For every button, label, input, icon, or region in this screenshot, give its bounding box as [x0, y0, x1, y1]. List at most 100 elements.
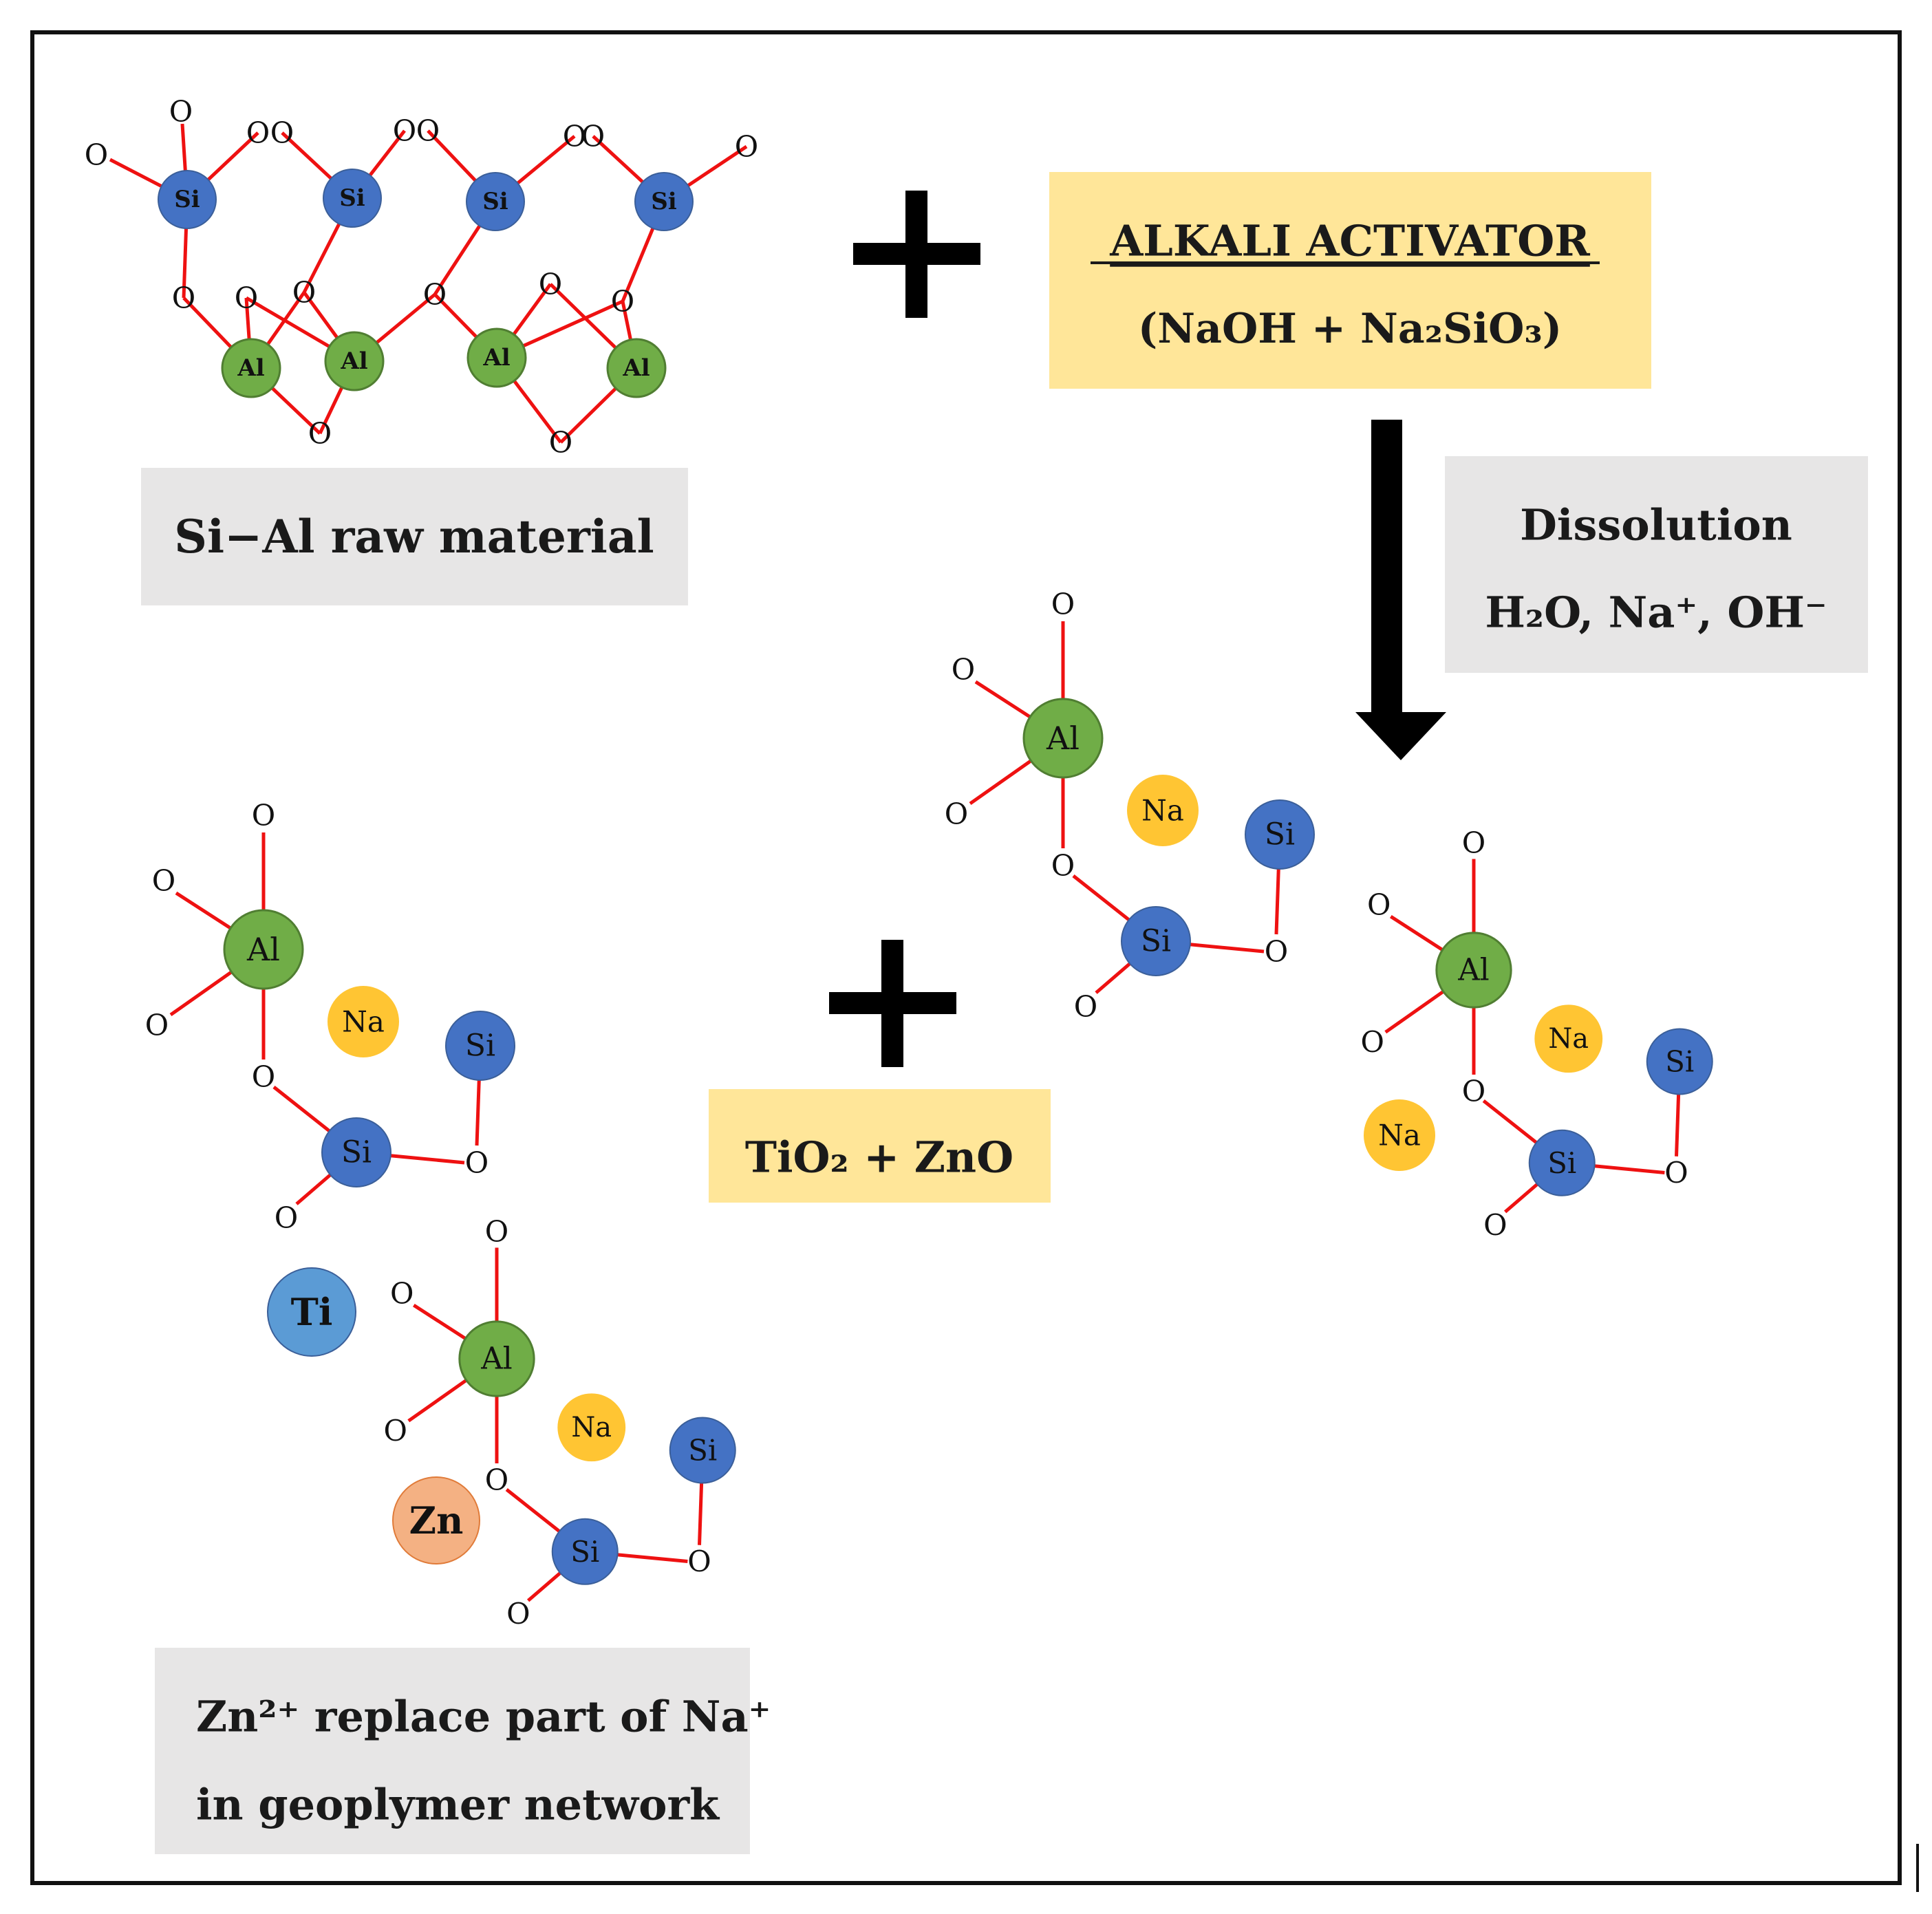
oxygen-label: O [1265, 935, 1288, 969]
si-atom: Si [158, 170, 217, 229]
oxygen-label: O [416, 114, 440, 148]
si-atom: Si [1528, 1129, 1596, 1196]
raw-material-box: Si−Al raw material [141, 468, 688, 605]
oxygen-label: O [152, 864, 175, 898]
al-atom-label: Al [340, 347, 367, 375]
oxygen-label: O [145, 1009, 169, 1042]
oxygen-label: O [465, 1146, 489, 1180]
dopant-box: TiO₂ + ZnO [709, 1089, 1051, 1203]
si-atom: Si [551, 1518, 619, 1585]
al-atom-label: Al [237, 354, 264, 382]
al-atom: Al [324, 331, 385, 391]
si-atom: Si [445, 1011, 515, 1081]
si-atom-label: Si [1265, 817, 1295, 852]
oxygen-label: O [1367, 888, 1391, 922]
si-atom-label: Si [482, 188, 508, 215]
oxygen-label: O [1051, 849, 1075, 883]
si-atom-label: Si [688, 1434, 717, 1467]
oxygen-label: O [384, 1414, 407, 1448]
al-atom: Al [223, 909, 304, 990]
oxygen-label: O [611, 285, 634, 319]
oxygen-label: O [539, 268, 562, 301]
na-atom-label: Na [1378, 1119, 1421, 1152]
oxygen-label: O [246, 116, 270, 150]
si-atom: Si [323, 169, 382, 228]
al-atom: Al [221, 338, 281, 398]
oxygen-label: O [292, 276, 316, 310]
si-atom: Si [466, 172, 525, 231]
oxygen-label: O [308, 417, 332, 451]
oxygen-label: O [169, 95, 193, 129]
si-atom: Si [1245, 799, 1315, 870]
oxygen-label: O [270, 116, 294, 150]
oxygen-label: O [506, 1597, 530, 1631]
oxygen-label: O [393, 114, 416, 148]
al-atom: Al [1022, 698, 1104, 779]
oxygen-label: O [275, 1201, 298, 1235]
result-line-2: in geoplymer network [196, 1780, 720, 1830]
al-atom-label: Al [246, 931, 280, 968]
si-atom-label: Si [1141, 924, 1171, 959]
activator-formula: (NaOH + Na₂SiO₃) [1138, 305, 1562, 353]
oxygen-label: O [252, 1060, 275, 1094]
dissolution-box: Dissolution H₂O, Na⁺, OH⁻ [1445, 456, 1868, 673]
al-atom: Al [1435, 932, 1512, 1009]
al-atom: Al [458, 1320, 535, 1397]
oxygen-label: O [687, 1545, 711, 1578]
oxygen-label: O [1462, 1074, 1485, 1108]
si-atom-label: Si [174, 186, 200, 213]
raw-material-label: Si−Al raw material [174, 510, 654, 563]
oxygen-label: O [85, 138, 108, 172]
oxygen-label: O [1361, 1025, 1384, 1059]
activator-title: ALKALI ACTIVATOR [1109, 216, 1590, 266]
si-atom: Si [1646, 1028, 1713, 1095]
na-atom-label: Na [342, 1005, 385, 1039]
si-atom-label: Si [341, 1135, 372, 1170]
oxygen-label: O [1483, 1208, 1507, 1242]
oxygen-label: O [952, 653, 975, 687]
na-atom: Na [328, 986, 399, 1057]
si-atom-label: Si [339, 184, 365, 212]
oxygen-label: O [485, 1214, 508, 1248]
oxygen-label: O [1462, 826, 1485, 859]
oxygen-label: O [549, 426, 572, 460]
dissolution-title: Dissolution [1520, 500, 1792, 550]
oxygen-label: O [1074, 990, 1097, 1024]
na-atom: Na [1364, 1099, 1435, 1171]
alkali-activator-box: ALKALI ACTIVATOR (NaOH + Na₂SiO₃) [1049, 172, 1651, 389]
oxygen-label: O [1051, 588, 1075, 621]
dissolution-species: H₂O, Na⁺, OH⁻ [1485, 588, 1827, 638]
na-atom-label: Na [1141, 794, 1184, 828]
ti-atom-label: Ti [291, 1290, 333, 1334]
oxygen-label: O [563, 120, 586, 153]
al-atom: Al [466, 327, 527, 388]
na-atom: Na [1534, 1004, 1603, 1073]
al-atom: Al [606, 338, 667, 398]
na-atom-label: Na [1548, 1023, 1589, 1055]
oxygen-label: O [945, 797, 968, 831]
si-atom-label: Si [570, 1535, 599, 1569]
dissolution-arrow [1355, 420, 1446, 760]
si-atom-label: Si [465, 1029, 495, 1064]
al-atom-label: Al [622, 354, 650, 382]
na-atom: Na [1127, 775, 1199, 846]
oxygen-label: O [581, 120, 605, 153]
si-atom-label: Si [651, 188, 677, 215]
si-atom-label: Si [1665, 1045, 1694, 1079]
na-atom: Na [557, 1393, 626, 1462]
na-atom-label: Na [571, 1412, 612, 1443]
si-atom-label: Si [1547, 1146, 1576, 1180]
zn-atom-label: Zn [409, 1498, 464, 1542]
oxygen-label: O [735, 130, 758, 164]
al-atom-label: Al [1457, 953, 1490, 988]
oxygen-label: O [252, 799, 275, 832]
plus-sign-top [853, 191, 980, 318]
si-atom: Si [321, 1117, 391, 1187]
result-box: Zn²⁺ replace part of Na⁺ in geoplymer ne… [155, 1648, 771, 1854]
al-atom-label: Al [482, 344, 510, 372]
oxygen-label: O [485, 1463, 508, 1496]
si-atom: Si [1121, 906, 1191, 976]
outer-frame [30, 30, 1902, 1885]
al-atom-label: Al [480, 1342, 513, 1377]
